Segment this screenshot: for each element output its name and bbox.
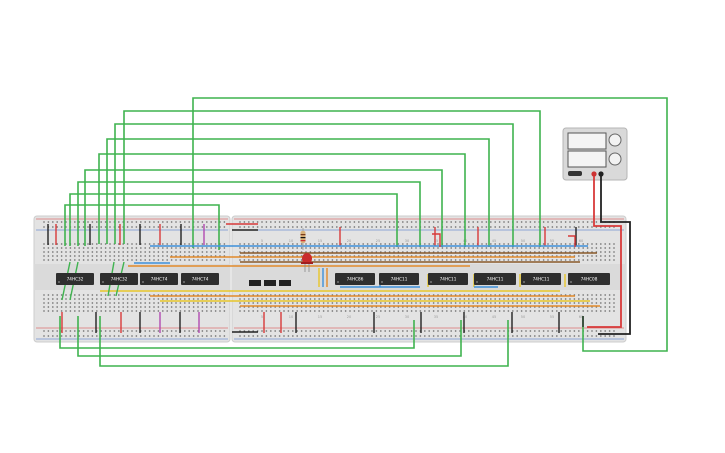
- push-buttons[interactable]: [249, 280, 291, 286]
- negative-terminal[interactable]: [598, 171, 604, 177]
- ic-chip[interactable]: 74HC74: [181, 273, 219, 285]
- signal-wire[interactable]: [432, 233, 441, 247]
- column-number: 25: [376, 315, 380, 319]
- column-number: 35: [434, 239, 438, 243]
- ic-chip[interactable]: 74HC32: [56, 273, 94, 285]
- column-number: 30: [405, 239, 409, 243]
- resistor[interactable]: [300, 228, 306, 250]
- column-number: 20: [347, 315, 351, 319]
- column-number: 10: [289, 239, 293, 243]
- ic-chip[interactable]: 74HC11: [521, 273, 561, 285]
- column-number: 55: [550, 239, 554, 243]
- current-knob[interactable]: [608, 152, 622, 166]
- column-number: 35: [434, 315, 438, 319]
- power-leads[interactable]: [587, 176, 631, 335]
- column-number: 5: [261, 239, 263, 243]
- chip-label: 74HC08: [581, 277, 598, 282]
- column-number: 25: [376, 239, 380, 243]
- ic-chip[interactable]: 74HC32: [100, 273, 138, 285]
- column-number: 50: [521, 239, 525, 243]
- power-supply[interactable]: [562, 127, 628, 181]
- column-number: 30: [405, 315, 409, 319]
- column-number: 55: [550, 315, 554, 319]
- power-switch[interactable]: [568, 171, 582, 176]
- chip-label: 74HC11: [533, 277, 550, 282]
- chip-label: 74HC86: [347, 277, 364, 282]
- column-number: 40: [463, 315, 467, 319]
- column-number: 45: [492, 315, 496, 319]
- chip-label: 74HC32: [67, 277, 84, 282]
- chip-label: 74HC11: [440, 277, 457, 282]
- positive-terminal[interactable]: [591, 171, 597, 177]
- column-number: 45: [492, 239, 496, 243]
- short-jumper-wires[interactable]: [47, 223, 600, 333]
- chip-label: 74HC11: [487, 277, 504, 282]
- column-number: 15: [318, 239, 322, 243]
- chip-label: 74HC74: [192, 277, 209, 282]
- column-number: 60: [579, 239, 583, 243]
- column-number: 60: [579, 315, 583, 319]
- signal-wire[interactable]: [568, 235, 576, 247]
- column-number: 15: [318, 315, 322, 319]
- chip-label: 74HC74: [151, 277, 168, 282]
- ic-chip[interactable]: 74HC11: [428, 273, 468, 285]
- chip-label: 74HC32: [111, 277, 128, 282]
- column-number: 50: [521, 315, 525, 319]
- chip-label: 74HC11: [391, 277, 408, 282]
- column-number: 10: [289, 315, 293, 319]
- column-number: 20: [347, 239, 351, 243]
- ic-chip[interactable]: 74HC08: [568, 273, 610, 285]
- column-number: 5: [261, 315, 263, 319]
- ic-chips[interactable]: 74HC32 74HC32 74HC74 74HC74 74HC86 74HC11 74HC…: [56, 273, 610, 285]
- voltage-knob[interactable]: [608, 133, 622, 147]
- ic-chip[interactable]: 74HC11: [379, 273, 419, 285]
- red-led[interactable]: [301, 253, 313, 272]
- ic-chip[interactable]: 74HC86: [335, 273, 375, 285]
- ic-chip[interactable]: 74HC74: [140, 273, 178, 285]
- ic-chip[interactable]: 74HC11: [474, 273, 516, 285]
- green-jumper-wires[interactable]: [59, 97, 668, 367]
